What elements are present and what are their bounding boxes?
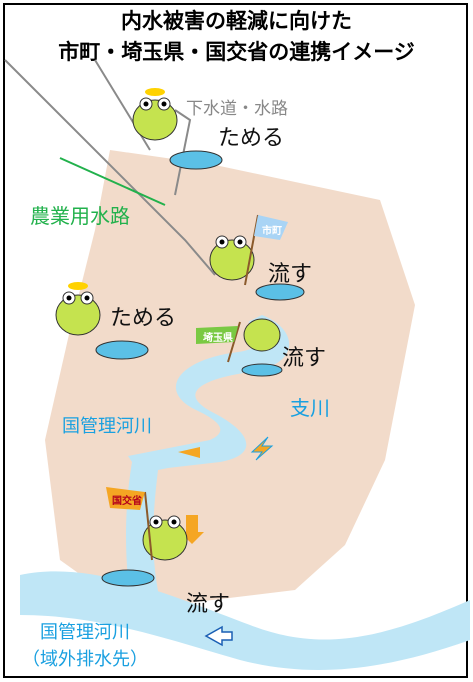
frog-national-icon (101, 487, 188, 587)
flag-city-label: 市町 (262, 226, 282, 237)
label-store-top: ためる (218, 126, 285, 151)
label-store-left: ためる (110, 306, 177, 331)
frog-top-icon (132, 88, 223, 170)
label-flow-pref: 流す (282, 346, 327, 371)
agri-channel-line (59, 157, 166, 206)
national-river (20, 571, 470, 671)
frog-city-icon (209, 214, 305, 301)
flow-arrow-tributary (250, 436, 274, 461)
flow-arrow-mid (178, 447, 200, 458)
sewer-line-1 (4, 59, 216, 276)
label-outlet: （域外排水先） (22, 649, 148, 670)
label-national-river-bottom: 国管理河川 (40, 622, 130, 643)
label-agri: 農業用水路 (30, 204, 130, 228)
flag-pref-label: 埼玉県 (203, 333, 233, 344)
sewer-line-3 (174, 109, 192, 196)
title-line-1: 内水被害の軽減に向けた (121, 9, 352, 33)
label-sewer: 下水道・水路 (186, 99, 288, 119)
frog-pref-icon (196, 318, 283, 377)
diagram-title: 内水被害の軽減に向けた 市町・埼玉県・国交省の連携イメージ (0, 6, 473, 68)
label-tributary: 支川 (290, 396, 330, 420)
flag-national-label: 国交省 (112, 496, 142, 507)
frog-left-icon (55, 282, 149, 360)
label-flow-city: 流す (268, 262, 313, 287)
label-national-river-mid: 国管理河川 (62, 416, 152, 437)
label-flow-bottom: 流す (186, 592, 231, 617)
title-line-2: 市町・埼玉県・国交省の連携イメージ (58, 40, 415, 64)
flow-arrow-outlet (204, 625, 233, 647)
